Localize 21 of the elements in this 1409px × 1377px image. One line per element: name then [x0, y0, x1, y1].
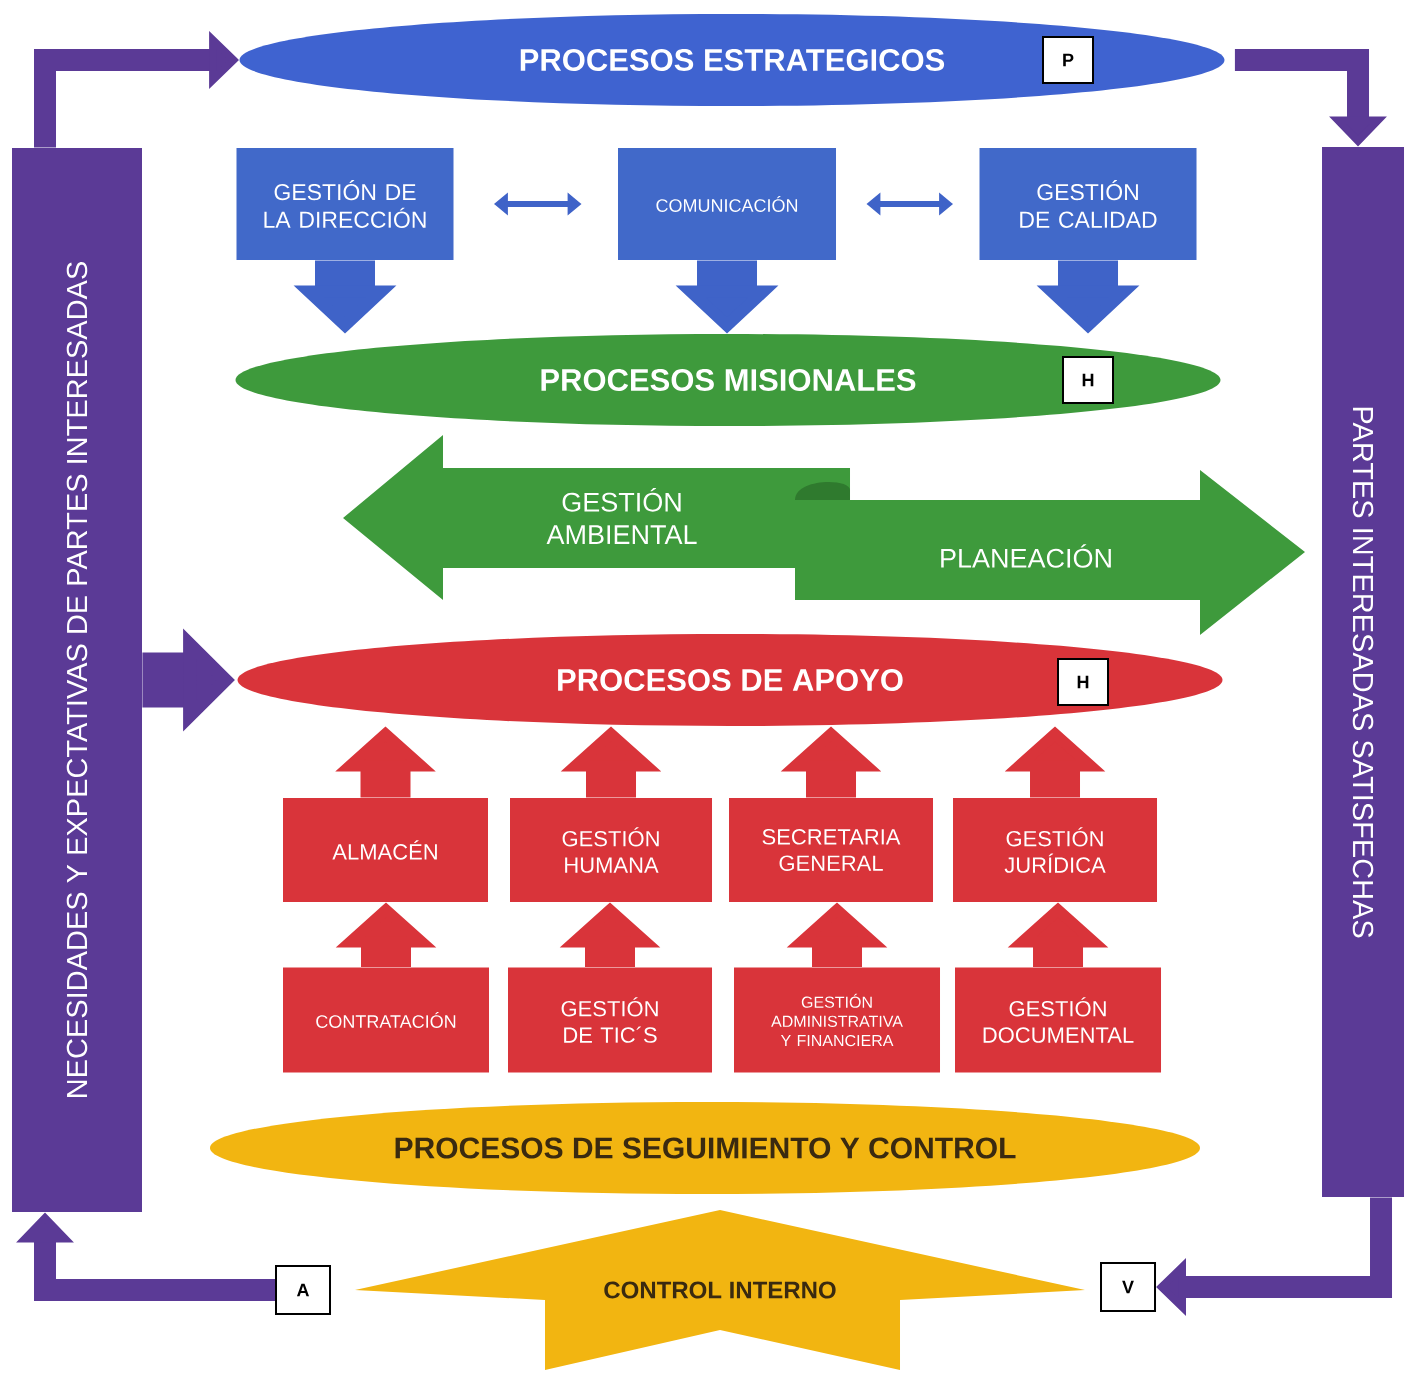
- letter-box: H: [1057, 658, 1109, 706]
- process-box: ALMACÉN: [283, 798, 488, 902]
- letter-box: V: [1100, 1262, 1156, 1312]
- vertical-banner: PARTES INTERESADAS SATISFECHAS: [1322, 147, 1404, 1197]
- process-box: GESTIÓN ADMINISTRATIVA Y FINANCIERA: [734, 967, 940, 1073]
- arrow-banner: PLANEACIÓN: [795, 470, 1305, 635]
- process-box: GESTIÓN DE TIC´S: [508, 967, 712, 1073]
- process-box: GESTIÓN HUMANA: [510, 798, 712, 902]
- process-box: SECRETARIA GENERAL: [729, 798, 933, 902]
- process-box: GESTIÓN DE LA DIRECCIÓN: [236, 148, 454, 260]
- vertical-banner: NECESIDADES Y EXPECTATIVAS DE PARTES INTERESADAS: [12, 148, 142, 1212]
- node-label: PLANEACIÓN: [941, 544, 1111, 568]
- process-box: GESTIÓN DE CALIDAD: [979, 148, 1197, 260]
- letter-box: P: [1042, 36, 1094, 84]
- node-label: GESTIÓN AMBIENTAL: [546, 488, 697, 544]
- letter-box: A: [275, 1265, 331, 1315]
- process-box: COMUNICACIÓN: [618, 148, 836, 260]
- letter-box: H: [1062, 356, 1114, 404]
- process-box: CONTRATACIÓN: [283, 967, 489, 1073]
- process-box: GESTIÓN DOCUMENTAL: [955, 967, 1161, 1073]
- process-box: GESTIÓN JURÍDICA: [953, 798, 1157, 902]
